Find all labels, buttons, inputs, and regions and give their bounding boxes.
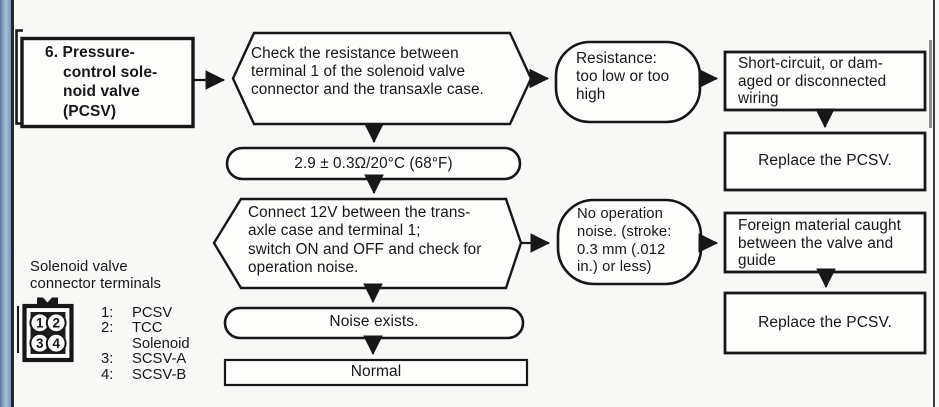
- page-binding-gradient: [0, 0, 11, 407]
- cause-foreign-box-shape: [723, 211, 927, 274]
- pin-1-number: 1: [36, 316, 44, 331]
- connector-legend-title: Solenoid valve connector terminals: [30, 259, 162, 292]
- page-edge-line: [11, 0, 14, 407]
- legend-pin-name: SCSV-B: [132, 367, 187, 383]
- legend-pin-number: 2:: [101, 320, 114, 336]
- right-page-rule: [933, 0, 935, 407]
- revision-change-bar: [929, 40, 932, 128]
- check-operation-label: Connect 12V between the trans- axle case…: [248, 204, 482, 276]
- connector-diagram: 1 2 3 4: [17, 297, 74, 363]
- legend-pin-name: TCC Solenoid: [132, 320, 190, 352]
- legend-pin-number: 1:: [101, 305, 114, 321]
- check-operation-hexagon: [212, 197, 523, 290]
- replace-pcsv-2-box-shape: [723, 291, 927, 355]
- step-bracket: [15, 29, 23, 125]
- normal-label: Normal: [350, 363, 402, 380]
- pin-3-number: 3: [36, 336, 44, 351]
- cause-wiring-label: Short-circuit, or dam- aged or disconnec…: [738, 55, 887, 107]
- step-box-label: 6. Pressure- control sole- noid valve (P…: [45, 44, 158, 120]
- legend-row-1: 1: PCSV: [101, 305, 173, 322]
- replace-pcsv-1-label: Replace the PCSV.: [758, 152, 892, 169]
- legend-row-4: 4: SCSV-B: [101, 367, 187, 384]
- legend-pin-number: 3:: [101, 351, 114, 367]
- check-resistance-label: Check the resistance between terminal 1 …: [251, 45, 484, 98]
- spec-label: 2.9 ± 0.3Ω/20°C (68°F): [294, 155, 453, 172]
- pin-4-number: 4: [52, 336, 60, 351]
- replace-pcsv-2-label: Replace the PCSV.: [758, 314, 892, 331]
- pin-2-circle: [45, 312, 67, 334]
- legend-row-2: 2: TCC Solenoid: [101, 320, 190, 352]
- legend-pin-number: 4:: [101, 367, 114, 383]
- legend-pin-name: PCSV: [132, 305, 173, 321]
- cause-foreign-label: Foreign material caught between the valv…: [738, 217, 901, 269]
- normal-box-shape: [223, 358, 529, 387]
- result-resistance-label: Resistance: too low or too high: [576, 50, 670, 103]
- legend-row-3: 3: SCSV-A: [101, 351, 187, 368]
- cause-wiring-box-shape: [723, 50, 927, 112]
- pin-2-number: 2: [52, 316, 60, 331]
- result-no-noise-label: No operation noise. (stroke: 0.3 mm (.01…: [577, 206, 672, 276]
- legend-pin-name: SCSV-A: [132, 351, 187, 367]
- replace-pcsv-1-box-shape: [723, 131, 927, 192]
- pin-4-circle: [45, 332, 67, 354]
- step-box-shape: [20, 36, 195, 129]
- noise-exists-label: Noise exists.: [329, 313, 419, 330]
